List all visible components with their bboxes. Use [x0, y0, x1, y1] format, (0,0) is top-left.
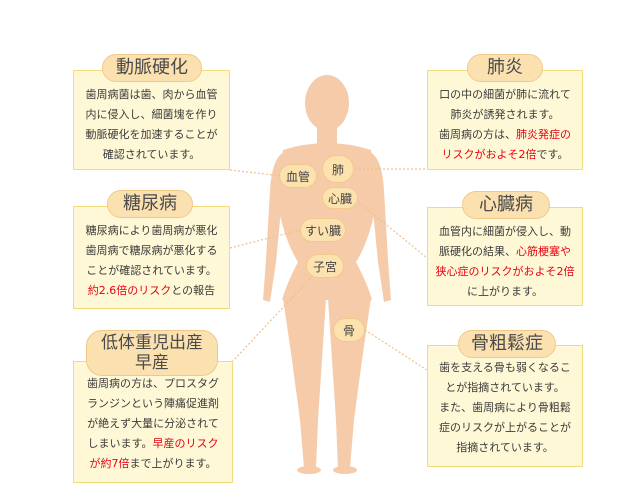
panel-title-pneumonia: 肺炎 [467, 54, 543, 82]
panel-text-line: が約7倍まで上がります。 [80, 454, 226, 474]
panel-text-line: ことが確認されています。 [80, 261, 223, 281]
panel-text-line: ランジンという陣痛促進剤 [80, 394, 226, 414]
organ-label-pancreas: すい臓 [300, 218, 346, 242]
body-text: 歯周病の方は、 [439, 128, 516, 141]
panel-text-line: 指摘されています。 [434, 438, 576, 458]
highlighted-text: 約2.6倍のリスク [87, 284, 172, 297]
body-text: とが指摘されています。 [445, 381, 565, 394]
body-text: しまいます。 [87, 437, 153, 450]
panel-text-line: 狭心症のリスクがおよそ2倍 [434, 262, 576, 282]
body-text: ランジンという陣痛促進剤 [87, 397, 219, 410]
organ-label-blood-vessel: 血管 [279, 164, 317, 188]
panel-title-osteoporosis: 骨粗鬆症 [458, 330, 556, 358]
panel-text-line: 歯周病菌は歯、肉から血管 [80, 85, 223, 105]
organ-label-bone: 骨 [333, 318, 365, 342]
body-text: 動脈硬化を加速することが [85, 128, 218, 141]
highlighted-text: 早産のリスク [152, 437, 219, 450]
body-text: 歯周病で糖尿病が悪化する [85, 244, 218, 257]
panel-text-line: 口の中の細菌が肺に流れて [434, 85, 576, 105]
panel-text-line: とが指摘されています。 [434, 378, 576, 398]
body-text: 糖尿病により歯周病が悪化 [85, 224, 218, 237]
panel-text-line: 血管内に細菌が侵入し、動 [434, 222, 576, 242]
panel-heart-disease: 血管内に細菌が侵入し、動脈硬化の結果、心筋梗塞や狭心症のリスクがおよそ2倍に上が… [427, 207, 583, 306]
body-text: 脈硬化の結果、 [439, 245, 516, 258]
body-text: が絶えず大量に分泌されて [87, 417, 219, 430]
panel-text-line: 確認されています。 [80, 145, 223, 165]
panel-text-line: 糖尿病により歯周病が悪化 [80, 221, 223, 241]
body-text: ことが確認されています。 [86, 264, 217, 277]
body-text: 歯周病菌は歯、肉から血管 [85, 88, 218, 101]
body-text: 口の中の細菌が肺に流れて [439, 88, 571, 101]
body-text: との報告 [171, 284, 216, 297]
organ-label-lung: 肺 [322, 155, 354, 183]
connector-premature-birth [231, 267, 321, 363]
panel-diabetes: 糖尿病により歯周病が悪化歯周病で糖尿病が悪化することが確認されています。約2.6… [73, 206, 230, 309]
panel-text-line: リスクがおよそ2倍です。 [434, 145, 576, 165]
panel-text-line: 歯周病の方は、プロスタグ [80, 374, 226, 394]
highlighted-text: 心筋梗塞や [516, 245, 571, 258]
body-text: 指摘されています。 [456, 441, 554, 454]
body-text: に上がります。 [467, 285, 543, 298]
panel-arteriosclerosis: 歯周病菌は歯、肉から血管内に侵入し、細菌塊を作り動脈硬化を加速することが確認され… [73, 70, 230, 170]
panel-text-line: が絶えず大量に分泌されて [80, 414, 226, 434]
connector-osteoporosis [364, 329, 428, 371]
panel-text-line: また、歯周病により骨粗鬆 [434, 398, 576, 418]
panel-premature-birth: 歯周病の方は、プロスタグランジンという陣痛促進剤が絶えず大量に分泌されてしまいま… [73, 361, 233, 483]
connector-diabetes [229, 229, 301, 249]
panel-text-line: 内に侵入し、細菌塊を作り [80, 105, 223, 125]
panel-text-line: 歯周病の方は、肺炎発症の [434, 125, 576, 145]
highlighted-text: 肺炎発症の [516, 128, 571, 141]
body-text: 内に侵入し、細菌塊を作り [85, 108, 218, 121]
body-text: 肺炎が誘発されます。 [450, 108, 560, 121]
body-text: 確認されています。 [102, 148, 201, 161]
panel-title-premature-birth: 低体重児出産 早産 [86, 330, 218, 376]
panel-title-diabetes: 糖尿病 [107, 190, 193, 218]
panel-text-line: 歯を支える骨も弱くなるこ [434, 358, 576, 378]
connector-lines [229, 168, 428, 371]
body-text: 症のリスクが上がることが [439, 421, 571, 434]
panel-title-arteriosclerosis: 動脈硬化 [102, 54, 202, 82]
body-text: です。 [536, 148, 569, 161]
panel-text-line: に上がります。 [434, 282, 576, 302]
highlighted-text: 狭心症のリスクがおよそ2倍 [435, 265, 575, 278]
panel-text-line: 脈硬化の結果、心筋梗塞や [434, 242, 576, 262]
panel-text-line: 歯周病で糖尿病が悪化する [80, 241, 223, 261]
connector-arteriosclerosis [229, 169, 284, 177]
panel-text-line: しまいます。早産のリスク [80, 434, 226, 454]
organ-label-heart: 心臓 [322, 187, 358, 209]
body-text: 歯周病の方は、プロスタグ [87, 377, 219, 390]
body-text: 歯を支える骨も弱くなるこ [439, 361, 571, 374]
panel-osteoporosis: 歯を支える骨も弱くなることが指摘されています。また、歯周病により骨粗鬆症のリスク… [427, 345, 583, 467]
body-text: また、歯周病により骨粗鬆 [439, 401, 571, 414]
panel-pneumonia: 口の中の細菌が肺に流れて肺炎が誘発されます。歯周病の方は、肺炎発症のリスクがおよ… [427, 70, 583, 170]
organ-label-uterus: 子宮 [306, 254, 344, 278]
connector-heart-disease [355, 199, 428, 259]
panel-text-line: 症のリスクが上がることが [434, 418, 576, 438]
panel-text-line: 動脈硬化を加速することが [80, 125, 223, 145]
highlighted-text: リスクがおよそ2倍 [441, 148, 537, 161]
highlighted-text: が約7倍 [89, 457, 130, 470]
body-text: まで上がります。 [129, 457, 217, 470]
panel-title-heart-disease: 心臓病 [462, 191, 550, 219]
body-text: 血管内に細菌が侵入し、動 [439, 225, 571, 238]
panel-text-line: 肺炎が誘発されます。 [434, 105, 576, 125]
panel-text-line: 約2.6倍のリスクとの報告 [80, 281, 223, 301]
